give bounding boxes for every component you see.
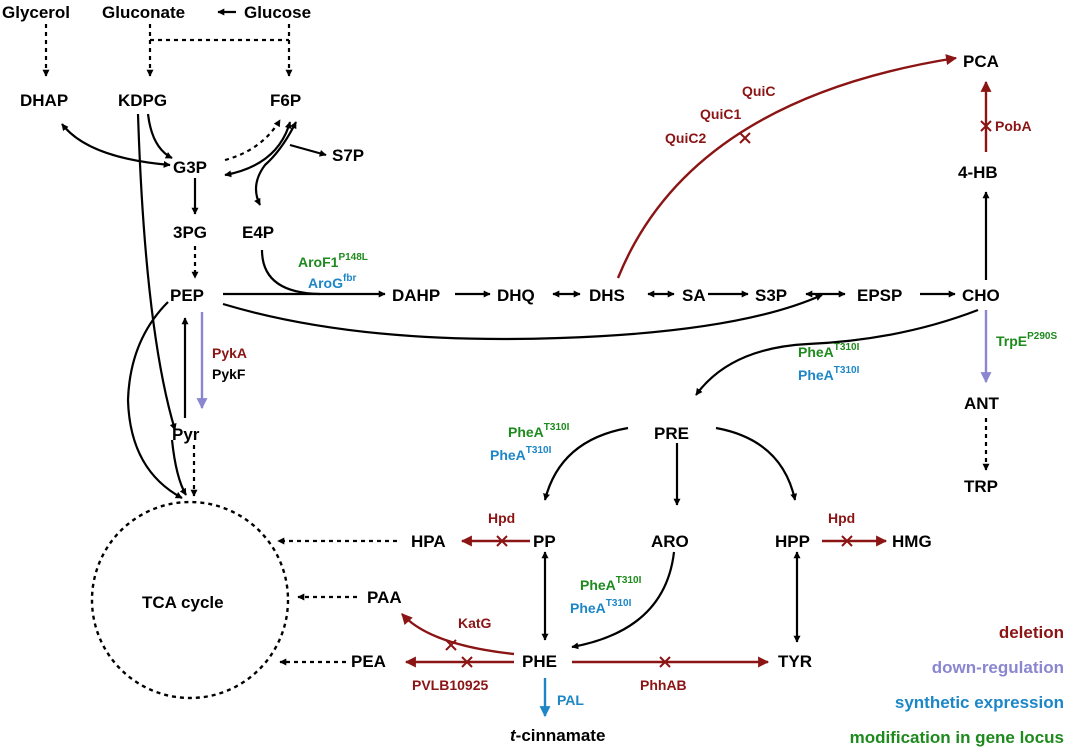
enzyme-phea-pre-green: PheAT310I xyxy=(508,422,570,440)
deletion-crosses xyxy=(445,120,992,668)
node-tyr: TYR xyxy=(778,652,812,671)
black-arrows xyxy=(61,113,990,650)
enzyme-phea-cho-green: PheAT310I xyxy=(798,342,860,360)
enzyme-phea-pre-blue: PheAT310I xyxy=(490,445,552,463)
node-trp: TRP xyxy=(964,477,998,496)
arrow-kdpg-g3p xyxy=(146,113,173,159)
node-pep: PEP xyxy=(170,286,204,305)
enzyme-trpe: TrpEP290S xyxy=(996,331,1057,349)
node-4hb: 4-HB xyxy=(958,163,998,182)
arrow-kdpg-pyr xyxy=(136,113,177,431)
enzyme-quic: QuiC xyxy=(742,83,775,99)
cross-poba xyxy=(980,120,992,132)
node-hmg: HMG xyxy=(892,532,932,551)
node-dhs: DHS xyxy=(589,286,625,305)
enzyme-katg: KatG xyxy=(458,615,492,631)
node-glycerol: Glycerol xyxy=(2,3,70,22)
legend-modification: modification in gene locus xyxy=(850,728,1064,747)
enzyme-phea-aro-blue: PheAT310I xyxy=(570,598,632,616)
metabolite-labels: Glycerol Gluconate Glucose DHAP KDPG F6P… xyxy=(2,3,1000,745)
node-pp: PP xyxy=(533,532,556,551)
node-aro: ARO xyxy=(651,532,689,551)
arrow-dhs-pca xyxy=(616,54,958,279)
arrow-aro-phe xyxy=(571,551,676,650)
enzyme-labels: QuiC QuiC1 QuiC2 PobA PykA PykF Hpd Hpd … xyxy=(212,83,1057,708)
node-hpp: HPP xyxy=(775,532,810,551)
cross-hpd-left xyxy=(496,535,508,547)
legend: deletion down-regulation synthetic expre… xyxy=(850,623,1064,747)
arrow-g3p-s7p xyxy=(289,143,327,157)
node-dhq: DHQ xyxy=(497,286,535,305)
node-cho: CHO xyxy=(962,286,1000,305)
arrow-g3p-f6p xyxy=(224,119,281,162)
enzyme-phea-cho-blue: PheAT310I xyxy=(798,365,860,383)
node-s7p: S7P xyxy=(332,146,364,165)
arrow-pre-pp xyxy=(543,426,629,501)
node-s3p: S3P xyxy=(755,286,787,305)
enzyme-hpd-right: Hpd xyxy=(828,510,855,526)
enzyme-arof1: AroF1P148L xyxy=(298,252,368,270)
node-ant: ANT xyxy=(964,394,1000,413)
node-sa: SA xyxy=(682,286,706,305)
cross-hpd-right xyxy=(841,535,853,547)
downregulation-arrows xyxy=(196,310,992,410)
node-e4p: E4P xyxy=(242,223,274,242)
node-dhap: DHAP xyxy=(20,91,68,110)
arrow-f6p-e4p xyxy=(254,121,297,206)
node-t-cinnamate: t-cinnamate xyxy=(510,726,605,745)
enzyme-pyka: PykA xyxy=(212,345,247,361)
node-gluconate: Gluconate xyxy=(102,3,185,22)
arrow-pep-tca xyxy=(126,301,183,499)
node-3pg: 3PG xyxy=(173,223,207,242)
arrow-pep-s3p xyxy=(222,293,823,341)
arrow-pre-hpp xyxy=(715,426,798,501)
tca-cycle-circle xyxy=(90,500,290,700)
node-glucose: Glucose xyxy=(244,3,311,22)
node-pre: PRE xyxy=(654,424,689,443)
enzyme-poba: PobA xyxy=(995,118,1032,134)
enzyme-phea-aro-green: PheAT310I xyxy=(580,575,642,593)
arrow-phe-paa xyxy=(401,613,515,656)
legend-synthetic: synthetic expression xyxy=(895,693,1064,712)
node-phe: PHE xyxy=(522,652,557,671)
legend-downregulation: down-regulation xyxy=(932,658,1064,677)
arrow-pyr-tca-solid xyxy=(170,439,187,496)
node-paa: PAA xyxy=(367,588,402,607)
node-pea: PEA xyxy=(351,652,386,671)
enzyme-phhab: PhhAB xyxy=(640,677,687,693)
node-g3p: G3P xyxy=(173,158,207,177)
dotted-arrows xyxy=(42,8,990,666)
node-f6p: F6P xyxy=(270,91,301,110)
deletion-arrows xyxy=(401,54,992,668)
node-hpa: HPA xyxy=(411,532,446,551)
cross-katg xyxy=(445,639,457,651)
enzyme-quic1: QuiC1 xyxy=(700,106,741,122)
cross-quic xyxy=(739,132,751,144)
legend-deletion: deletion xyxy=(999,623,1064,642)
node-epsp: EPSP xyxy=(857,286,902,305)
arrow-cho-pre xyxy=(695,308,979,396)
node-tca-cycle: TCA cycle xyxy=(142,593,224,612)
arrow-dhap-g3p xyxy=(61,123,171,168)
node-pca: PCA xyxy=(963,52,999,71)
cross-pvlb xyxy=(461,656,473,668)
enzyme-pvlb10925: PVLB10925 xyxy=(412,677,488,693)
node-kdpg: KDPG xyxy=(118,91,167,110)
enzyme-pykf: PykF xyxy=(212,366,246,382)
enzyme-hpd-left: Hpd xyxy=(488,510,515,526)
enzyme-arog: AroGfbr xyxy=(308,273,356,291)
cross-phhab xyxy=(659,656,671,668)
enzyme-quic2: QuiC2 xyxy=(665,130,706,146)
node-dahp: DAHP xyxy=(392,286,440,305)
node-pyr: Pyr xyxy=(172,425,200,444)
enzyme-pal: PAL xyxy=(557,692,584,708)
